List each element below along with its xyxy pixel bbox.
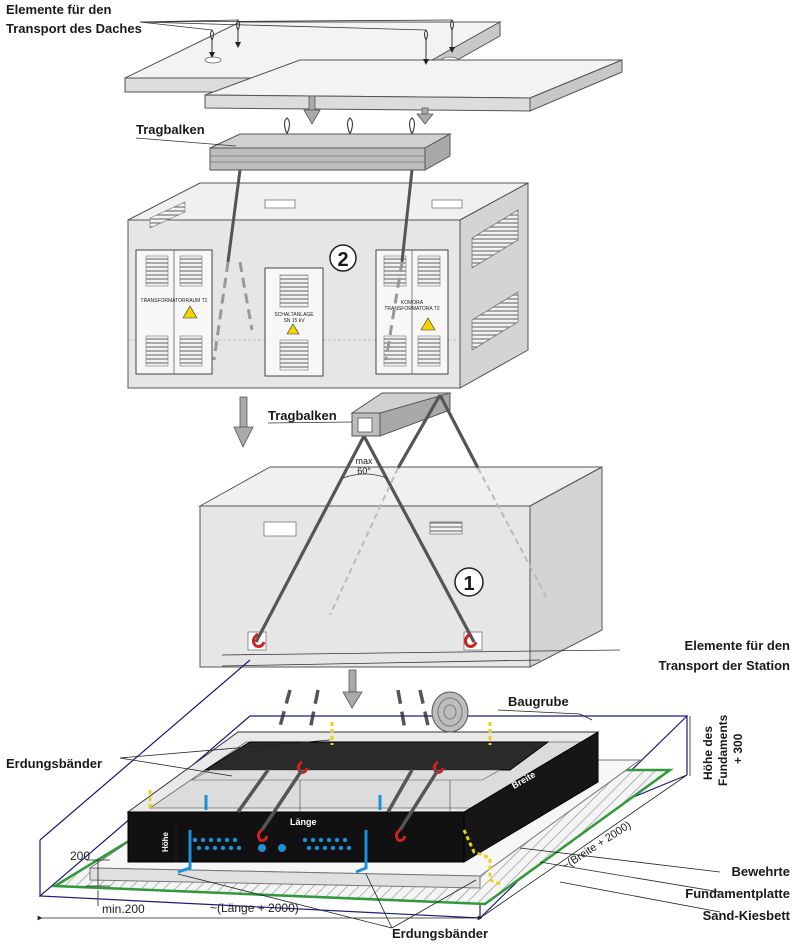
door-middle-label-1: SCHALTANLAGE (274, 312, 314, 318)
marker-2-circle (329, 244, 357, 272)
marker-1: 1 (463, 573, 474, 595)
reinforced-label-2: Fundamentplatte (685, 886, 790, 901)
door-right-label-2: TRANSFORMATORA T2 (384, 306, 440, 312)
dim-200: 200 (70, 849, 90, 863)
height-label: Höhe (161, 831, 170, 852)
down-arrow-module (233, 396, 254, 448)
svg-text:Höhe des: Höhe des (701, 726, 715, 780)
roof-assembly (124, 21, 623, 112)
station-transport-label-2: Transport der Station (659, 658, 791, 673)
angle-max-label: max (355, 456, 373, 466)
station-transport-leader (221, 649, 621, 656)
dim-min200: min.200 (102, 902, 145, 916)
mid-support-beam (350, 392, 452, 437)
top-support-beam (209, 117, 452, 171)
marker-1-circle (454, 567, 484, 597)
marker-2: 2 (337, 249, 348, 271)
foundation-vent-dots (192, 837, 352, 851)
beam-top-leader (135, 137, 237, 147)
foundation-slings (236, 768, 440, 831)
roof-transport-label-2: Transport des Daches (6, 21, 142, 36)
reinforced-label-1: Bewehrte (731, 864, 790, 879)
beam-mid-label: Tragbalken (268, 408, 337, 423)
door-middle (264, 267, 324, 377)
beam-top-label: Tragbalken (136, 122, 205, 137)
station-module-1 (198, 466, 603, 668)
foundation-height-label: Höhe des Fundaments + 300 (701, 714, 745, 786)
dim-length: ~(Länge + 2000) (210, 901, 299, 915)
grounding-tape-roll (431, 691, 469, 733)
length-label: Länge (290, 817, 317, 827)
grounding-strips-blue (177, 795, 382, 874)
svg-text:+ 300: + 300 (731, 733, 745, 764)
door-middle-label-2: SN 15 kV (283, 318, 305, 324)
dimension-lines (37, 716, 691, 921)
top-slings-dashed (212, 261, 404, 361)
beam-mid-leader (267, 421, 353, 424)
grounding-strips-yellow (148, 722, 501, 886)
foundation-walls (126, 731, 600, 863)
mid-slings (254, 394, 480, 643)
station-hooks (251, 632, 478, 648)
roof-transport-label-1: Elemente für den (6, 2, 112, 17)
top-slings (226, 169, 414, 263)
door-right-label-1: KOMORA (401, 300, 424, 306)
roof-label-leader-lines (139, 19, 453, 31)
door-left (135, 249, 213, 375)
angle-arc (342, 473, 388, 479)
excavation-label: Baugrube (508, 694, 569, 709)
grounding-label-left: Erdungsbänder (6, 756, 102, 771)
door-left-label: TRANSFORMATORRAUM T1 (141, 298, 208, 304)
grounding-label-bottom: Erdungsbänder (392, 926, 488, 941)
mid-slings-hidden (329, 467, 549, 616)
door-right (375, 249, 449, 375)
gravel-bed-label: Sand-Kiesbett (703, 908, 791, 923)
station-transport-label-1: Elemente für den (685, 638, 791, 653)
down-arrow-roof (303, 95, 434, 125)
down-arrow-station (342, 669, 363, 709)
svg-text:Fundaments: Fundaments (716, 714, 730, 786)
label-leaders (119, 709, 721, 929)
angle-value-label: 60° (357, 466, 371, 476)
